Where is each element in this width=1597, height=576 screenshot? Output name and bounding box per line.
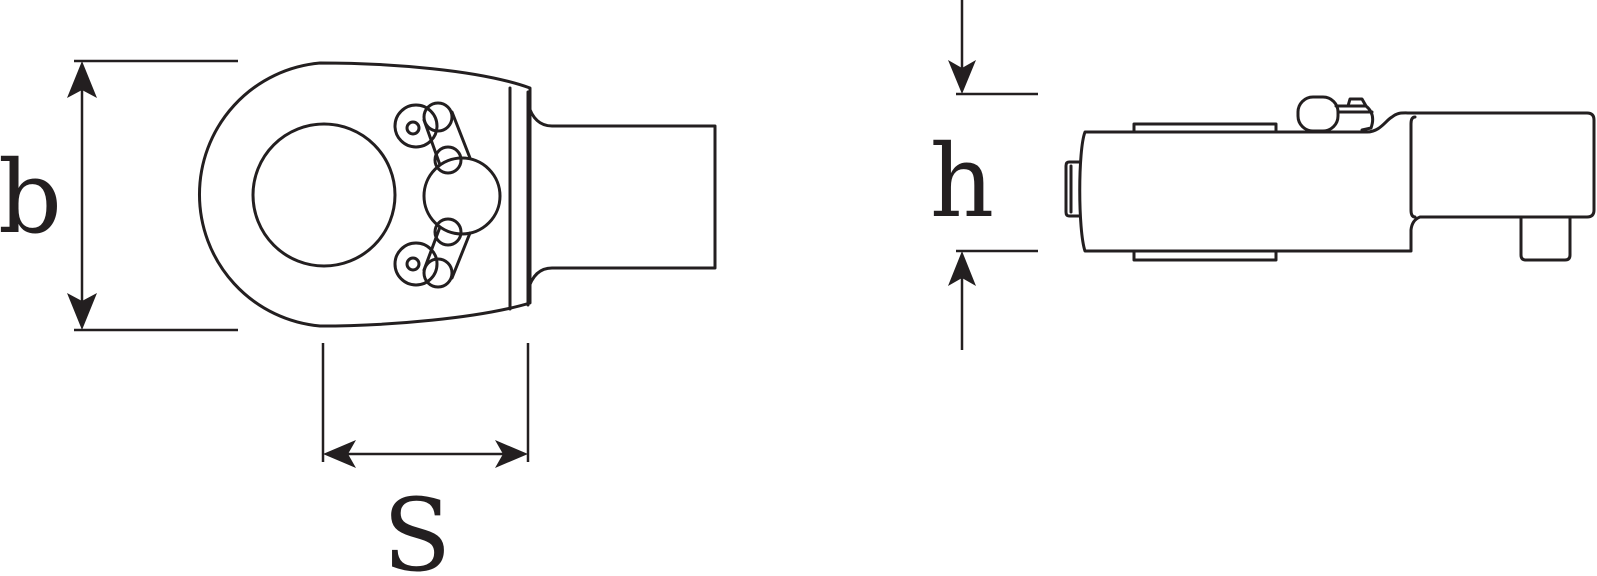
insert-shank bbox=[526, 102, 717, 292]
dimension-h: h bbox=[930, 0, 1038, 350]
label-s: S bbox=[383, 477, 452, 576]
head-outline bbox=[198, 61, 532, 328]
dimension-b: b bbox=[0, 59, 238, 332]
side-insert-block bbox=[1409, 115, 1417, 219]
reversing-lever bbox=[393, 101, 502, 289]
side-lever-arm bbox=[1334, 97, 1375, 132]
side-end-cap bbox=[1064, 160, 1081, 218]
label-b: b bbox=[0, 139, 62, 256]
ratchet-head-side-view bbox=[1064, 95, 1596, 262]
label-h: h bbox=[930, 123, 994, 240]
ratchet-head-top-view bbox=[198, 61, 717, 328]
lever-knob bbox=[422, 156, 502, 236]
side-bottom-flat bbox=[1132, 249, 1278, 262]
drive-hole bbox=[251, 122, 397, 268]
dimension-s: S bbox=[321, 343, 530, 576]
side-body bbox=[1078, 111, 1596, 253]
side-lever-knob bbox=[1296, 95, 1340, 133]
side-square-drive bbox=[1519, 215, 1572, 262]
side-top-flat bbox=[1132, 122, 1278, 134]
